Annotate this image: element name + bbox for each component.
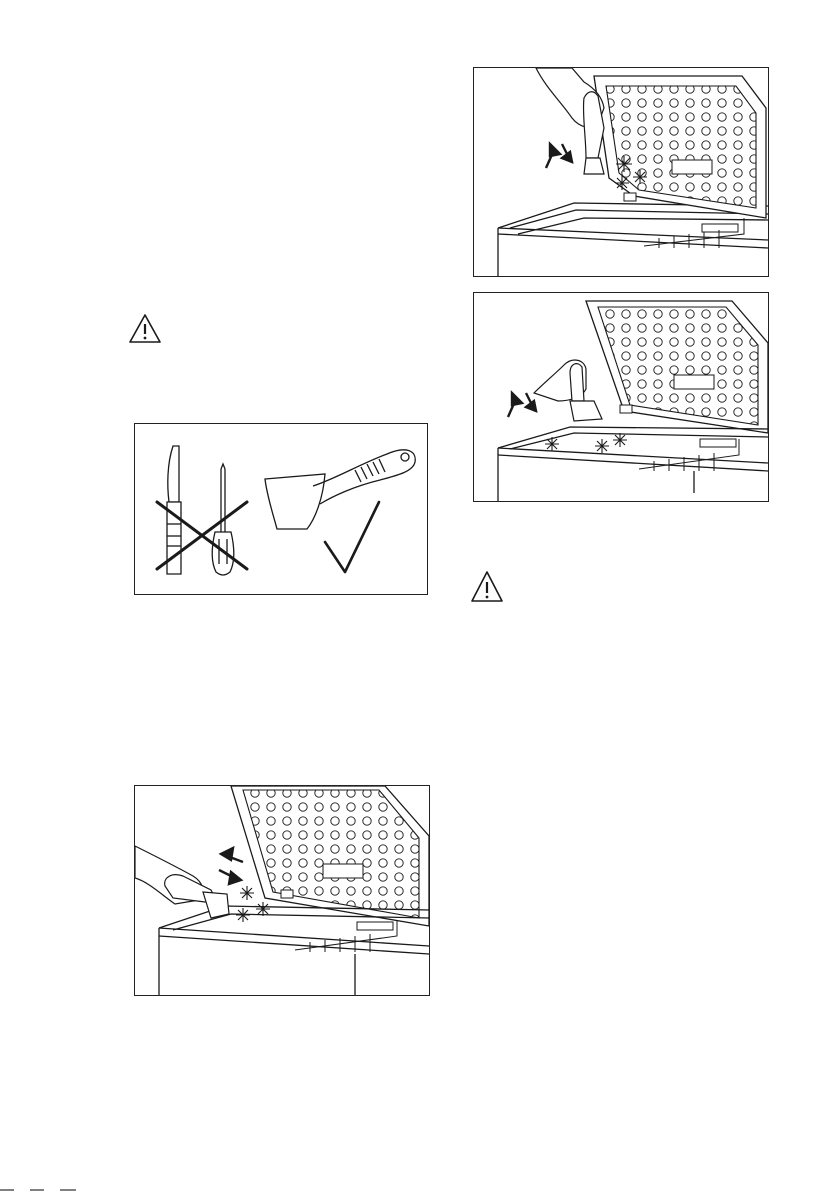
figure-scrape-lid-frost	[473, 67, 769, 277]
figure-scrape-cabinet-edge	[134, 785, 430, 996]
page-edge-mark	[0, 1186, 90, 1192]
arrow-up-icon	[221, 848, 243, 862]
plastic-scraper-icon	[265, 450, 415, 529]
hand-icon	[534, 360, 602, 421]
figure-scrape-rim-frost	[473, 292, 769, 502]
ice-crystal-icon	[545, 433, 627, 453]
hand-icon	[135, 846, 229, 918]
warning-triangle-icon	[470, 570, 504, 603]
arrow-down-icon	[526, 393, 536, 411]
arrow-down-icon	[219, 870, 241, 884]
check-mark-icon	[325, 502, 379, 572]
arrow-up-icon	[508, 393, 522, 417]
arrow-up-icon	[546, 144, 560, 168]
figure-tools-do-and-dont	[134, 423, 428, 595]
arrow-down-icon	[562, 144, 572, 162]
warning-triangle-icon	[128, 313, 162, 344]
